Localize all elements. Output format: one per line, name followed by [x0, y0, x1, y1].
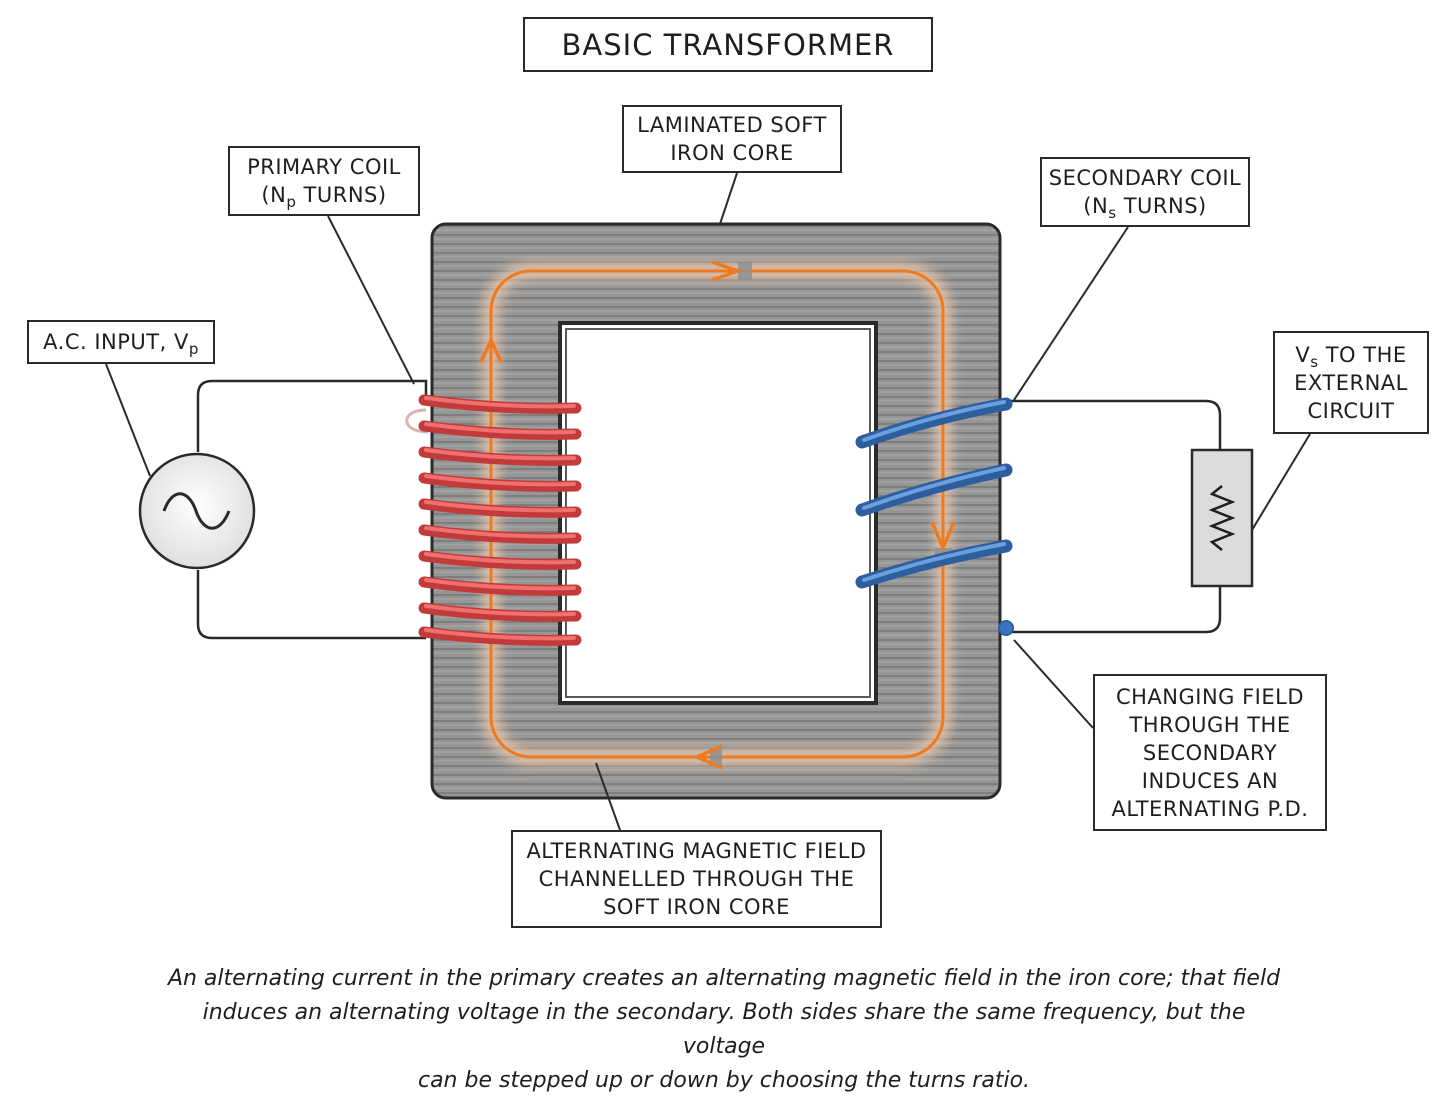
secondary-turns-subscript: s: [1108, 204, 1117, 222]
page-title: BASIC TRANSFORMER: [523, 17, 933, 72]
induction-label: CHANGING FIELD THROUGH THE SECONDARY IND…: [1093, 674, 1327, 831]
primary-turns-subscript: p: [286, 193, 297, 211]
ac-source: [138, 452, 256, 570]
output-voltage-label: Vs TO THE EXTERNAL CIRCUIT: [1273, 331, 1429, 434]
primary-coil: [405, 394, 582, 646]
vs-label-line3: CIRCUIT: [1307, 398, 1395, 423]
caption-line1: An alternating current in the primary cr…: [167, 966, 1281, 991]
load-resistor: [1190, 448, 1254, 588]
secondary-label-line1: SECONDARY COIL: [1048, 166, 1242, 190]
vs-label-line1: Vs TO THE: [1295, 341, 1407, 371]
core-label-line1: LAMINATED SOFT: [637, 113, 827, 137]
vs-label-line2: EXTERNAL: [1294, 370, 1408, 395]
primary-turns-suffix: TURNS): [296, 183, 387, 207]
field-arrow-down: [930, 521, 956, 550]
primary-label-line1: PRIMARY COIL: [247, 155, 401, 179]
core-label: LAMINATED SOFT IRON CORE: [622, 105, 842, 173]
secondary-turns-prefix: (N: [1083, 194, 1109, 218]
caption-line2: induces an alternating voltage in the se…: [202, 1000, 1246, 1059]
iron-core: [430, 222, 1002, 800]
field-arrow-up: [479, 338, 503, 363]
field-label-line2: CHANNELLED THROUGH THE: [538, 867, 855, 891]
field-label-line1: ALTERNATING MAGNETIC FIELD: [526, 839, 867, 863]
secondary-circuit-wire: [1008, 399, 1222, 634]
induction-line1: CHANGING FIELD: [1115, 684, 1305, 709]
ac-input-text: A.C. INPUT, Vp: [43, 328, 199, 358]
secondary-coil-label: SECONDARY COIL (Ns TURNS): [1040, 157, 1250, 227]
field-label-line3: SOFT IRON CORE: [603, 895, 790, 919]
title-text: BASIC TRANSFORMER: [561, 27, 895, 62]
induction-line2: THROUGH THE: [1129, 712, 1291, 737]
primary-coil-label: PRIMARY COIL (Np TURNS): [228, 146, 420, 216]
primary-label-line2: (Np TURNS): [261, 181, 387, 211]
field-arrow-left: [695, 744, 723, 770]
primary-circuit-wire: [196, 379, 428, 640]
secondary-label-line2: (Ns TURNS): [1083, 192, 1207, 222]
resistor-zigzag-icon: [1208, 485, 1236, 551]
sine-wave-icon: [162, 492, 231, 530]
ac-input-prefix: A.C. INPUT, V: [43, 330, 189, 354]
vs-suffix: TO THE: [1318, 342, 1407, 367]
caption-line3: can be stepped up or down by choosing th…: [417, 1068, 1031, 1093]
ac-input-subscript: p: [188, 340, 199, 358]
secondary-turns-suffix: TURNS): [1116, 194, 1207, 218]
vs-subscript: s: [1310, 352, 1319, 371]
leader-lines: [105, 172, 1311, 831]
core-label-line2: IRON CORE: [670, 141, 794, 165]
vs-prefix: V: [1295, 342, 1311, 367]
caption: An alternating current in the primary cr…: [160, 962, 1288, 1098]
field-arrow-right: [711, 260, 740, 282]
induction-line5: ALTERNATING P.D.: [1111, 796, 1309, 821]
primary-turns-prefix: (N: [261, 183, 287, 207]
secondary-coil: [855, 397, 1014, 636]
ac-input-label: A.C. INPUT, Vp: [27, 320, 215, 364]
magnetic-field-label: ALTERNATING MAGNETIC FIELD CHANNELLED TH…: [511, 830, 882, 928]
induction-line3: SECONDARY: [1142, 740, 1278, 765]
induction-line4: INDUCES AN: [1141, 768, 1279, 793]
